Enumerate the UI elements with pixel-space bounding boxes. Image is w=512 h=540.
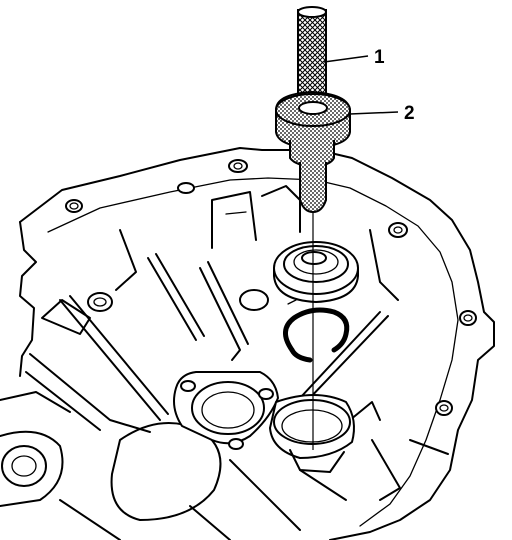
installer-tool-collar <box>275 90 351 214</box>
bearing-retainer <box>173 371 279 450</box>
bearing-seal <box>273 241 359 303</box>
snap-ring <box>283 299 350 363</box>
callout-label-2: 2 <box>404 103 415 124</box>
seal-bore <box>269 394 355 473</box>
callout-label-1: 1 <box>374 47 385 68</box>
transaxle-case <box>0 147 495 540</box>
callout-1: 1 <box>323 47 385 68</box>
callout-2: 2 <box>349 103 415 124</box>
installer-tool <box>275 6 351 214</box>
